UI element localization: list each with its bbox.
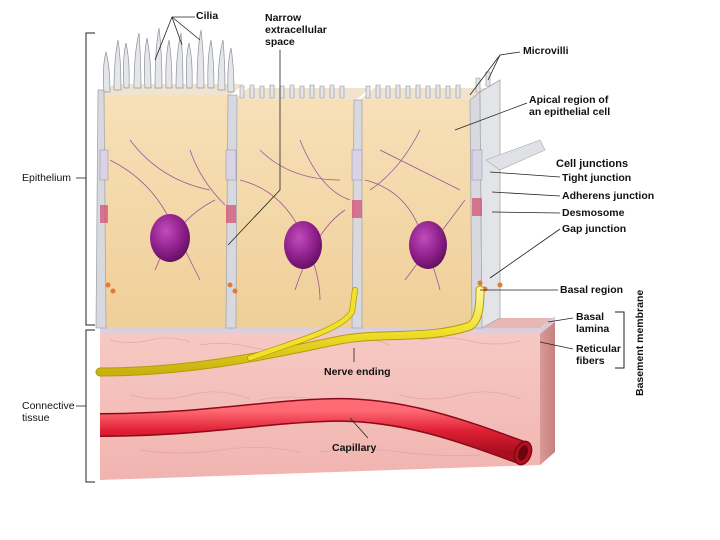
nucleus-2 [284,221,322,269]
nucleus-3 [409,221,447,269]
label-basal-lamina: Basal lamina [576,311,610,335]
label-gap-junction: Gap junction [562,223,627,235]
label-capillary: Capillary [332,442,377,454]
cilia [102,27,235,93]
junction-markers [99,149,503,294]
leader-lines [76,16,574,439]
label-connective-tissue: Connective tissue [22,400,75,424]
nuclei [150,214,447,269]
label-desmosome: Desmosome [562,207,625,219]
label-reticular-fibers: Reticular fibers [576,343,621,367]
label-microvilli: Microvilli [523,45,569,57]
nucleus-1 [150,214,190,262]
label-cilia: Cilia [196,10,219,22]
capillary [99,397,533,466]
label-adherens-junction: Adherens junction [562,190,655,202]
label-narrow-space: Narrow extracellular space [265,12,327,48]
nerve-ending [95,285,485,377]
label-basal-region: Basal region [560,284,624,296]
label-cell-junctions: Cell junctions [556,158,629,170]
microvilli [239,71,491,99]
label-tight-junction: Tight junction [562,172,632,184]
label-apical-region: Apical region of an epithelial cell [529,94,611,118]
label-basement-membrane: Basement membrane [634,289,646,396]
cell-2 [234,100,356,328]
cell-3 [360,100,472,328]
label-nerve-ending: Nerve ending [324,366,391,378]
label-epithelium: Epithelium [22,172,72,184]
